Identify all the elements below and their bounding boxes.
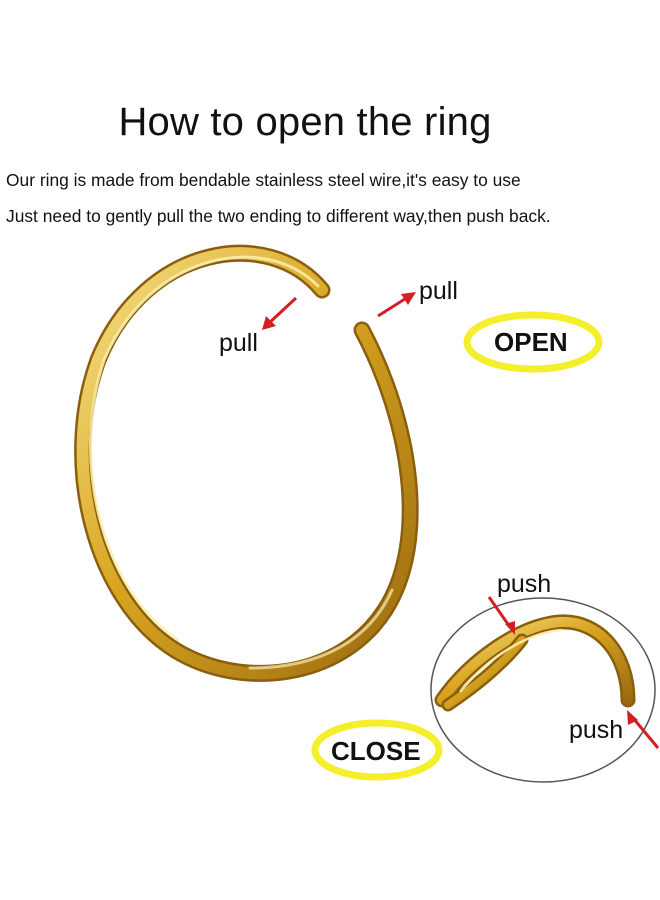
close-badge-outline <box>311 719 443 781</box>
pull-left-arrow-icon <box>262 296 298 330</box>
push-bottom-label: push <box>569 716 624 744</box>
push-top-label: push <box>497 570 552 598</box>
main-ring-icon <box>74 244 419 682</box>
close-detail-inset <box>430 597 656 783</box>
pull-right-arrow-icon <box>377 292 416 318</box>
push-top-arrow-icon <box>487 596 515 635</box>
description-line-1: Our ring is made from bendable stainless… <box>6 170 521 190</box>
description-line-2: Just need to gently pull the two ending … <box>6 206 551 226</box>
open-badge-outline <box>463 311 603 373</box>
close-badge: CLOSE <box>331 736 421 766</box>
open-badge: OPEN <box>494 327 568 357</box>
pull-left-label: pull <box>219 329 258 357</box>
push-bottom-arrow-icon <box>627 710 660 749</box>
page-title: How to open the ring <box>118 100 492 144</box>
pull-right-label: pull <box>419 277 458 305</box>
